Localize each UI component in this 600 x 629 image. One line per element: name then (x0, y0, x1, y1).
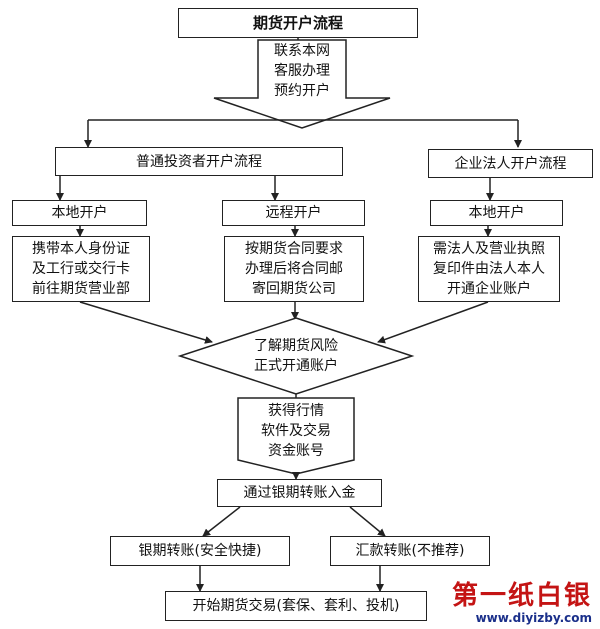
connector-line (202, 506, 241, 537)
deposit-step: 通过银期转账入金 (217, 479, 382, 507)
corporate-branch-text: 企业法人开户流程 (454, 155, 567, 172)
start-trading-text: 开始期货交易(套保、套利、投机) (192, 598, 400, 614)
big-down-arrow (213, 39, 391, 129)
local-corporate-step: 需法人及营业执照 复印件由法人本人 开通企业账户 (418, 236, 560, 302)
local-individual-method: 本地开户 (12, 200, 147, 226)
risk-decision: 了解期货风险 正式开通账户 (216, 334, 376, 378)
corporate-branch: 企业法人开户流程 (428, 149, 593, 178)
local-individual-line-3: 前往期货营业部 (32, 281, 130, 297)
account-info: 获得行情 软件及交易 资金账号 (238, 400, 354, 462)
watermark-name: 第一纸白银 (451, 581, 592, 611)
risk-decision-line-2: 正式开通账户 (254, 358, 338, 374)
remote-line-3: 寄回期货公司 (252, 281, 336, 297)
local-corporate-line-2: 复印件由法人本人 (433, 261, 545, 277)
deposit-text: 通过银期转账入金 (243, 485, 356, 501)
account-info-line-2: 软件及交易 (261, 423, 331, 439)
local-corporate-method: 本地开户 (430, 200, 563, 226)
risk-decision-line-1: 了解期货风险 (254, 338, 338, 354)
remote-line-1: 按期货合同要求 (245, 241, 343, 257)
remote-step: 按期货合同要求 办理后将合同邮 寄回期货公司 (224, 236, 364, 302)
bank-futures-transfer-text: 银期转账(安全快捷) (138, 543, 262, 559)
process-title-text: 期货开户流程 (252, 14, 343, 32)
contact-step: 联系本网 客服办理 预约开户 (258, 40, 346, 102)
account-info-line-1: 获得行情 (268, 403, 324, 419)
individual-branch: 普通投资者开户流程 (55, 147, 343, 176)
connector-line (79, 301, 213, 344)
local-individual-line-1: 携带本人身份证 (32, 241, 130, 257)
local-corporate-line-3: 开通企业账户 (447, 281, 531, 297)
pentagon-arrow (237, 397, 355, 475)
local-individual-step: 携带本人身份证 及工行或交行卡 前往期货营业部 (12, 236, 150, 302)
local-individual-line-2: 及工行或交行卡 (32, 261, 130, 277)
local-corporate-method-text: 本地开户 (468, 205, 525, 221)
connector-line (377, 301, 489, 344)
local-corporate-line-1: 需法人及营业执照 (433, 241, 545, 257)
remittance-transfer: 汇款转账(不推荐) (330, 536, 490, 566)
start-trading: 开始期货交易(套保、套利、投机) (165, 591, 427, 621)
remote-line-2: 办理后将合同邮 (245, 261, 343, 277)
watermark-url: www.diyizby.com (475, 611, 592, 625)
contact-line-2: 客服办理 (274, 63, 330, 79)
bank-futures-transfer: 银期转账(安全快捷) (110, 536, 290, 566)
local-individual-method-text: 本地开户 (51, 205, 108, 221)
account-info-line-3: 资金账号 (268, 443, 324, 459)
individual-branch-text: 普通投资者开户流程 (136, 153, 262, 170)
remote-method: 远程开户 (222, 200, 365, 226)
contact-line-3: 预约开户 (274, 83, 330, 99)
contact-line-1: 联系本网 (274, 43, 330, 59)
remittance-transfer-text: 汇款转账(不推荐) (355, 543, 465, 559)
process-title: 期货开户流程 (178, 8, 418, 38)
remote-method-text: 远程开户 (265, 205, 322, 221)
connector-line (349, 506, 386, 537)
watermark: 第一纸白银 www.diyizby.com (452, 581, 592, 625)
